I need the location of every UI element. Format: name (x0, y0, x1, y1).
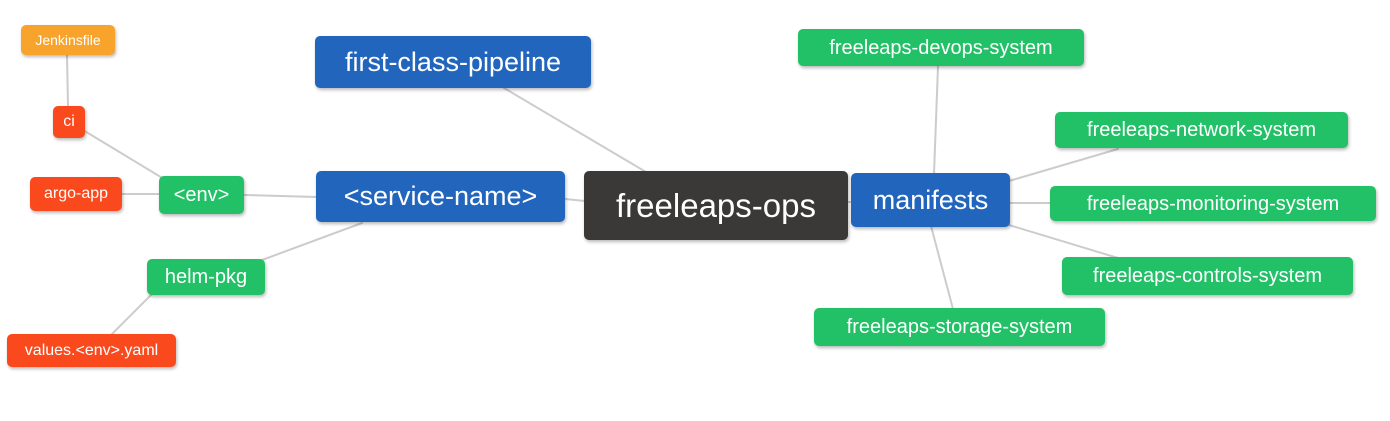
node-freeleaps-controls-system[interactable]: freeleaps-controls-system (1062, 257, 1353, 295)
node-argo-app[interactable]: argo-app (30, 177, 122, 211)
node-service-name[interactable]: <service-name> (316, 171, 565, 222)
node-env[interactable]: <env> (159, 176, 244, 214)
node-jenkinsfile[interactable]: Jenkinsfile (21, 25, 115, 55)
edge-manifests-devops (933, 65, 939, 175)
node-freeleaps-network-system[interactable]: freeleaps-network-system (1055, 112, 1348, 148)
node-freeleaps-ops[interactable]: freeleaps-ops (584, 171, 848, 240)
edge-helm-pkg-values (110, 294, 152, 336)
node-values-env-yaml[interactable]: values.<env>.yaml (7, 334, 176, 367)
edge-jenkinsfile-ci (66, 54, 69, 108)
edge-service-name-ops (564, 198, 586, 202)
edge-ci-env (82, 129, 165, 180)
node-helm-pkg[interactable]: helm-pkg (147, 259, 265, 295)
edge-service-name-helm-pkg (261, 222, 363, 261)
node-freeleaps-monitoring-system[interactable]: freeleaps-monitoring-system (1050, 186, 1376, 221)
edge-pipeline-ops (503, 87, 647, 173)
node-ci[interactable]: ci (53, 106, 85, 138)
node-freeleaps-storage-system[interactable]: freeleaps-storage-system (814, 308, 1105, 346)
edge-manifests-controls (1008, 224, 1119, 259)
node-manifests[interactable]: manifests (851, 173, 1010, 227)
node-freeleaps-devops-system[interactable]: freeleaps-devops-system (798, 29, 1084, 66)
node-first-class-pipeline[interactable]: first-class-pipeline (315, 36, 591, 88)
edge-env-service-name (243, 194, 318, 198)
edge-manifests-storage (930, 225, 954, 310)
edge-manifests-network (1008, 148, 1119, 182)
